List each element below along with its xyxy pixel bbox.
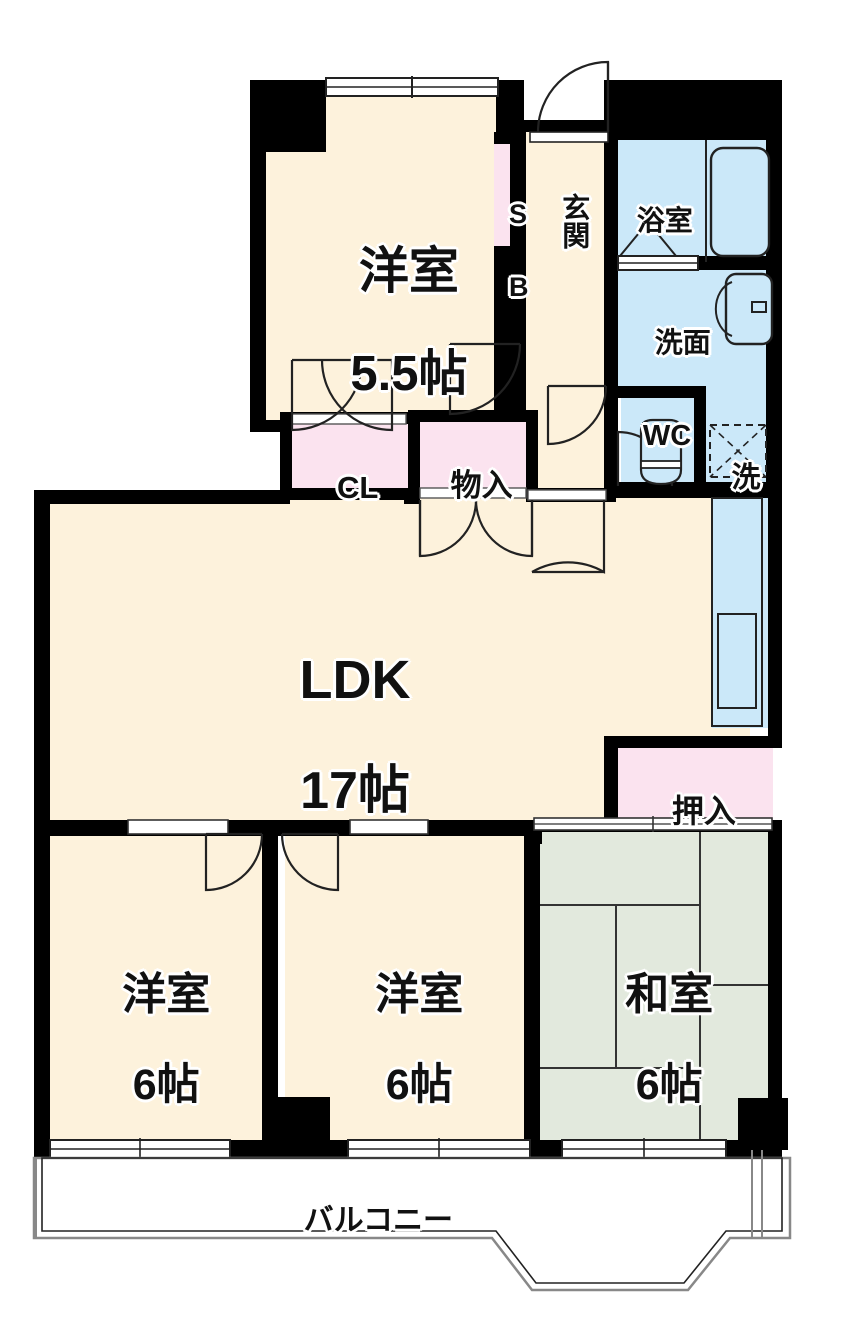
washer-pan-icon bbox=[709, 424, 767, 478]
window-bed-55-top bbox=[325, 76, 499, 98]
door-monoire-sliding bbox=[419, 487, 527, 499]
balcony-outline bbox=[32, 1156, 792, 1292]
door-oshiire-sliding bbox=[533, 816, 773, 832]
window-bed-6-left-balcony bbox=[49, 1138, 231, 1160]
window-washitsu-balcony bbox=[561, 1138, 727, 1160]
window-entrance-threshold bbox=[529, 131, 609, 143]
toilet-icon bbox=[639, 418, 683, 486]
floor-washitsu bbox=[534, 828, 782, 1146]
kitchen-counter-icon bbox=[711, 497, 763, 727]
tatami-mat-lines bbox=[534, 828, 782, 1146]
floor-closet-cl bbox=[290, 420, 408, 498]
balcony-partition-ticks bbox=[35, 1150, 763, 1238]
floor-bed-6-right bbox=[285, 832, 528, 1146]
door-corridor-lower bbox=[527, 489, 607, 501]
window-bed-6-right-balcony bbox=[347, 1138, 531, 1160]
floor-genkan bbox=[524, 132, 610, 512]
washbasin-icon bbox=[714, 272, 774, 346]
bathtub-icon bbox=[705, 140, 771, 262]
windows[interactable] bbox=[49, 76, 773, 1160]
floor-washer-zone bbox=[697, 390, 773, 492]
floor-bed-6-left bbox=[40, 832, 266, 1146]
floor-closet-monoire bbox=[418, 418, 528, 498]
door-bed-6-right-entry bbox=[349, 819, 429, 835]
bathroom-drain-icon bbox=[619, 220, 677, 257]
window-bathroom-door bbox=[617, 255, 699, 271]
door-bed-6-left-entry bbox=[127, 819, 229, 835]
floor-closet-oshiire bbox=[615, 745, 773, 823]
